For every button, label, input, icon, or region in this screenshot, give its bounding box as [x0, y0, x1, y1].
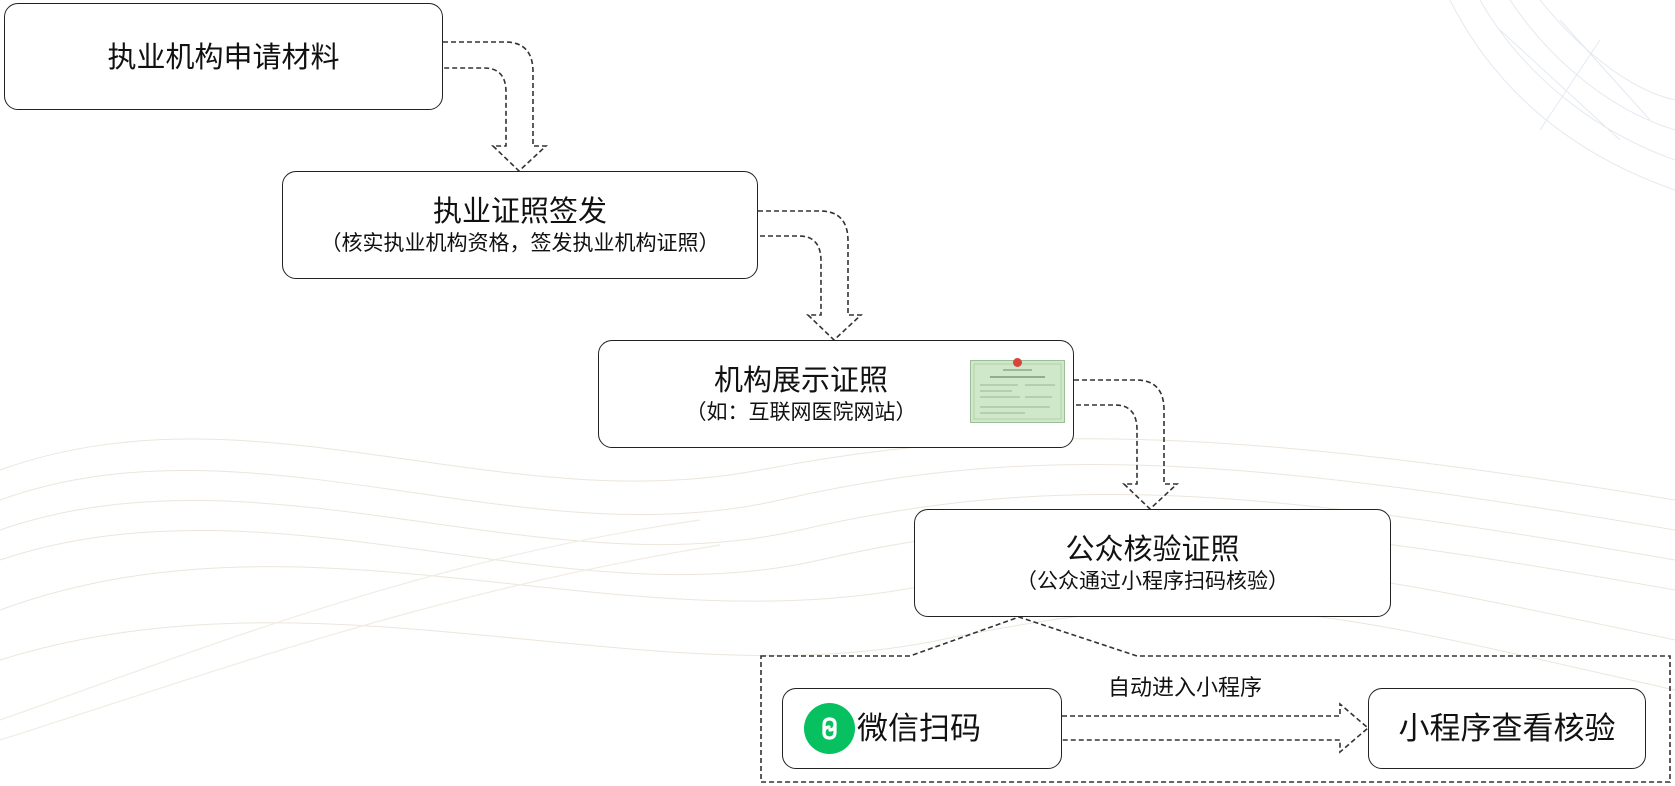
- display-license-text: 机构展示证照 （如：互联网医院网站）: [686, 362, 917, 426]
- mini-program-view-title: 小程序查看核验: [1398, 710, 1616, 747]
- mini-program-view-box: 小程序查看核验: [1368, 688, 1646, 769]
- wechat-scan-box: 微信扫码: [782, 688, 1062, 769]
- wechat-mini-program-icon: [804, 703, 855, 754]
- license-certificate-image: [970, 358, 1065, 423]
- license-issue-box: 执业证照签发 （核实执业机构资格，签发执业机构证照）: [282, 171, 758, 279]
- apply-materials-box: 执业机构申请材料: [4, 3, 443, 110]
- display-license-title: 机构展示证照: [713, 363, 888, 397]
- public-verify-box: 公众核验证照 （公众通过小程序扫码核验）: [914, 509, 1391, 617]
- auto-enter-label: 自动进入小程序: [1107, 676, 1262, 701]
- display-license-subtitle: （如：互联网医院网站）: [685, 400, 917, 424]
- license-issue-subtitle: （核实执业机构资格，签发执业机构证照）: [320, 231, 720, 255]
- public-verify-title: 公众核验证照: [1065, 532, 1240, 566]
- license-issue-title: 执业证照签发: [432, 194, 607, 228]
- public-verify-subtitle: （公众通过小程序扫码核验）: [1016, 569, 1289, 593]
- display-license-box: 机构展示证照 （如：互联网医院网站）: [598, 340, 1074, 448]
- apply-materials-title: 执业机构申请材料: [107, 39, 340, 74]
- wechat-scan-title: 微信扫码: [857, 710, 981, 747]
